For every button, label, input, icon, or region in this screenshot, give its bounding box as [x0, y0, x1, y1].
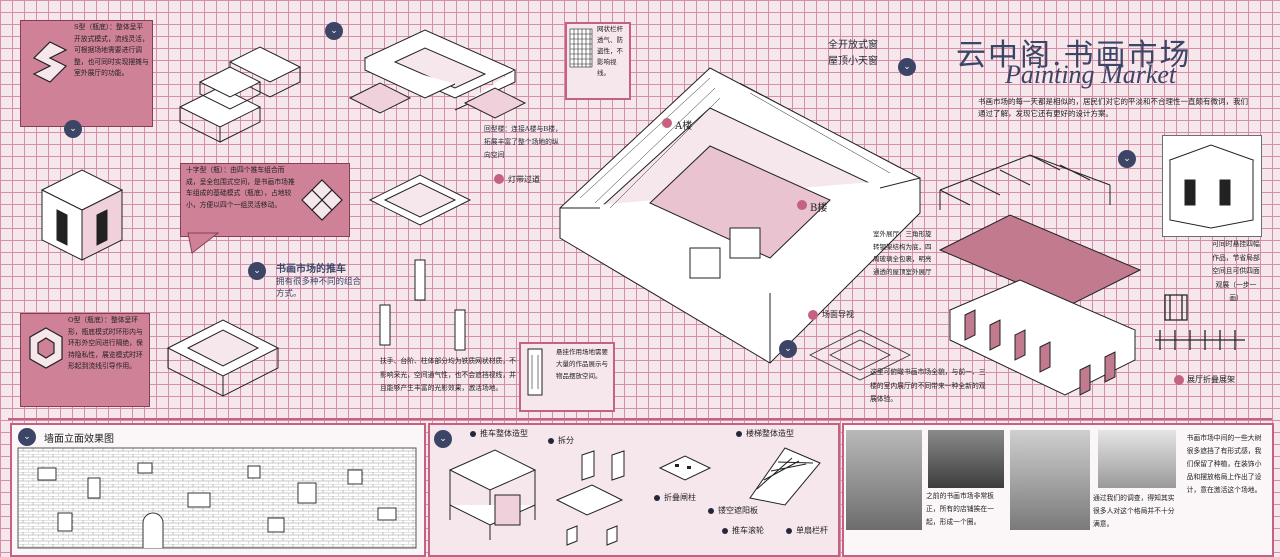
lantern-label: 灯带过道 — [508, 175, 540, 184]
railing-note: 网状栏杆透气、防盗性，不影响视线。 — [597, 25, 623, 77]
fold-rack-drawing — [1155, 294, 1245, 350]
rail-label: 单扇栏杆 — [796, 526, 828, 535]
truss-drawing — [939, 154, 1111, 210]
tower-b-marker — [797, 200, 807, 210]
split-parts-drawing — [555, 450, 625, 546]
nav-circle-6[interactable]: ⌄ — [1118, 150, 1136, 168]
hang-note: 悬挂作用场地需要大量的作品展示与物品摆放空间。 — [556, 348, 608, 380]
tower-b-label: B楼 — [810, 203, 828, 214]
floor-note: 这里可俯瞰书画市场全貌，与前一、三楼的室内展厅的不同带来一种全新的观展体验。 — [870, 368, 986, 403]
cross-cart-drawing — [40, 169, 124, 261]
wheel-dot — [722, 528, 728, 534]
photo-1 — [846, 430, 922, 530]
lantern-marker — [494, 174, 504, 184]
floor-guide-drawing — [809, 329, 911, 381]
floor-label: 场面导视 — [822, 310, 854, 319]
stair-drawing — [749, 447, 821, 506]
title-en: Painting Market — [1005, 60, 1177, 89]
corridor-drawing — [348, 29, 527, 119]
split-label: 拆分 — [558, 436, 574, 445]
nav-circle-5[interactable]: ⌄ — [779, 340, 797, 358]
fold-marker — [1174, 375, 1184, 385]
square-frame-drawing — [368, 174, 472, 226]
nav-circle-4[interactable]: ⌄ — [898, 58, 916, 76]
main-building-drawing — [559, 67, 921, 364]
pillars-drawing — [379, 259, 466, 351]
stair-dot — [736, 431, 742, 437]
fold-pillar-dot — [654, 495, 660, 501]
pavilion-note: 室外展厅：三角形旋转钢架结构为底，四周玻璃全包裹，明亮通透的屋顶室外展厅 — [873, 230, 932, 276]
hang-side-note: 可同时悬挂四幅作品，节省局部空间且可供四面观展（一步一画） — [1212, 240, 1260, 302]
s-cart-drawing — [178, 46, 302, 143]
photo-4 — [1098, 430, 1176, 488]
survey-note: 通过我们的调查，得知其实很多人对这个格局并不十分满意。 — [1093, 494, 1175, 528]
corridor-label: 回型楼：连接A楼与B楼，拓展丰富了整个场地的纵向空间 — [484, 125, 562, 159]
pavilion-drawing — [938, 214, 1142, 396]
fold-label: 展厅折叠展架 — [1187, 375, 1235, 384]
s-type-text: S型（瓶底）：整体呈平开放式模式，流线灵活，可根据场地需要进行调整，也可同时实现… — [74, 23, 149, 77]
photo-note: 之前的书画市场非常板正，所有的店铺挨在一起，形成一个圈。 — [926, 492, 994, 526]
wheel-label: 推车滚轮 — [732, 526, 764, 535]
nav-circle-2[interactable]: ⌄ — [248, 262, 266, 280]
nav-circle-8[interactable]: ⌄ — [434, 430, 452, 448]
pillar-note: 扶手、台阶、柱体部分均为铁质网状材质，不影响采光，空间通气性，也不会遮挡视线，并… — [380, 357, 516, 392]
cart-assembly-drawing — [448, 449, 537, 540]
window-label: 全开放式窗 屋顶小天窗 — [828, 40, 878, 67]
cross-shape-icon — [301, 179, 343, 221]
fold-pillar-label: 折叠闸柱 — [664, 493, 696, 502]
speech-tail — [187, 232, 220, 254]
o-cart-drawing — [166, 319, 280, 397]
o-type-text: O型（瓶底）：整体呈环形，瓶底模式时环形内与环形外空间进行隔绝，保持隐私性，展览… — [68, 316, 143, 370]
wall-elevation-drawing — [17, 447, 417, 549]
photo-2 — [928, 430, 1004, 488]
photo-3 — [1010, 430, 1090, 530]
cross-type-text: 十字型（瓶）：由四个推车组合而成，呈全包围式空间，是书画市场推车组成的基础模式（… — [186, 166, 295, 209]
tower-a-label: A楼 — [675, 121, 693, 132]
nav-circle-7[interactable]: ⌄ — [18, 428, 36, 446]
detail-drawing — [1168, 144, 1255, 229]
intro-text: 书画市场的每一天都是相似的，居民们对它的平淡和不合理性一直颇有微词，我们通过了解… — [978, 97, 1248, 118]
roof-panel-drawing — [658, 455, 712, 481]
o-shape-icon — [29, 327, 63, 369]
railing-mesh-icon — [569, 28, 593, 68]
hang-scroll-icon — [527, 348, 543, 396]
floor-marker — [808, 310, 818, 320]
title-cn: 云中阁.书画市场 — [956, 38, 1192, 73]
roof-label: 镂空遮阳板 — [718, 506, 758, 515]
overall-label: 推车整体造型 — [480, 429, 528, 438]
section-divider — [8, 418, 1272, 420]
overall-dot — [470, 431, 476, 437]
rail-dot — [786, 528, 792, 534]
stair-label: 楼梯整体造型 — [746, 429, 794, 438]
split-dot — [548, 438, 554, 444]
cart-subheading: 拥有很多种不同的组合方式。 — [276, 277, 362, 299]
tower-a-marker — [662, 118, 672, 128]
wall-title: 墙面立面效果图 — [44, 434, 114, 445]
right-note: 书画市场中间的一些大树很多遮挡了有形式感，我们保留了种植，在装饰小品和摆放格局上… — [1186, 434, 1262, 494]
roof-dot — [708, 508, 714, 514]
nav-circle-1[interactable]: ⌄ — [64, 120, 82, 138]
cart-heading: 书画市场的推车 — [276, 264, 346, 275]
s-shape-icon — [32, 41, 68, 83]
nav-circle-3[interactable]: ⌄ — [325, 22, 343, 40]
